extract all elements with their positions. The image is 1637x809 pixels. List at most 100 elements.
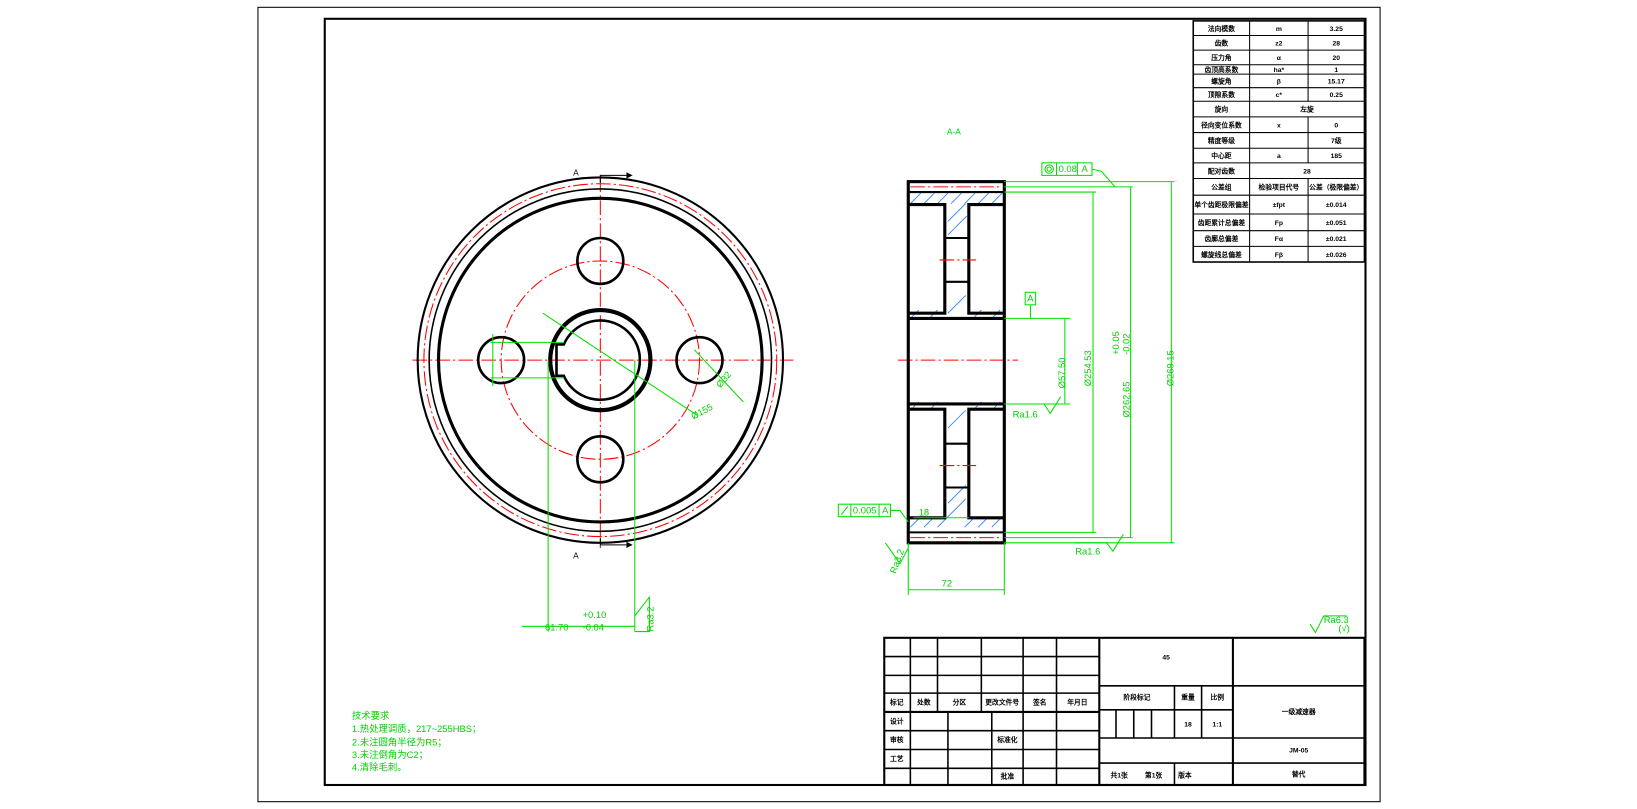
param-value: 7级 [1331,136,1342,145]
section-mark-bottom: A [573,550,579,560]
roughness-general: Ra6.3 [1324,614,1349,625]
concentricity-datum: A [1082,163,1089,174]
concentricity-value: 0.08 [1059,163,1077,174]
tb-approve: 批准 [1001,772,1015,781]
roughness-side: Ra3.2 [887,548,906,575]
runout-icon [841,505,849,515]
tb-label: 处数 [916,698,931,707]
tb-replace: 替代 [1292,770,1306,779]
param-value: 28 [1303,168,1311,175]
param-value: 0.25 [1330,92,1343,99]
param-symbol: ±fpt [1273,202,1286,209]
param-name: 齿数 [1215,38,1229,47]
inner-frame [323,17,1367,787]
param-value: ±0.026 [1326,252,1347,259]
param-symbol: Fβ [1275,252,1283,259]
roughness-keyway: Ra3.2 [645,607,656,632]
param-symbol: z2 [1275,40,1282,47]
tb-scale: 比例 [1210,692,1224,701]
dim-root: Ø254.53 [1082,350,1093,386]
param-value: 28 [1332,40,1340,47]
general-roughness: Ra6.3 (√) [1309,614,1350,634]
section-mark-top: A [573,167,579,177]
concentricity-icon [1044,164,1054,174]
runout-datum: A [882,505,889,516]
dim-hole-circle: Ø155 [689,401,714,421]
param-name: 法向模数 [1208,24,1235,33]
tb-process: 工艺 [890,754,904,763]
runout-frame: 0.005 A [837,503,909,523]
param-symbol: Fα [1275,236,1284,243]
dim-keyway-upper: +0.10 [583,609,607,620]
param-symbol: β [1277,79,1281,86]
dim-keyway: 61.70 [545,621,568,632]
param-value: 20 [1332,55,1340,62]
tb-label: 更改文件号 [985,698,1019,707]
tb-label: 分区 [953,698,967,707]
runout-value: 0.005 [853,505,876,516]
tb-version: 版本 [1177,771,1192,780]
param-value: 3.25 [1330,26,1343,33]
technical-requirements: 技术要求 1.热处理调质，217~255HBS； 2.未注圆角半径为R5； 3.… [352,710,481,772]
param-value: ±0.051 [1326,220,1347,227]
param-value: 1 [1334,67,1338,74]
tb-label: 签名 [1032,698,1047,707]
tb-standard: 标准化 [996,735,1018,744]
param-name: 公差组 [1211,182,1232,191]
param-name: 螺旋线总偏差 [1201,250,1242,259]
dim-width: 72 [942,578,952,589]
tb-scale-value: 1:1 [1212,722,1222,729]
param-symbol: c* [1276,92,1283,99]
param-name: 齿距累计总偏差 [1198,218,1246,227]
roughness-tip: Ra1.6 [1075,545,1100,556]
concentricity-frame: 0.08 A [1041,162,1116,188]
param-symbol: x [1277,122,1281,129]
param-name: 中心距 [1211,151,1232,160]
datum-label: A [1027,293,1034,304]
note-item: 4.清除毛刺。 [352,761,407,772]
tb-design: 设计 [890,716,904,725]
tb-material: 45 [1162,655,1170,662]
param-name: 单个齿距极限偏差 [1194,200,1248,209]
dim-hole: Ø32 [713,369,733,390]
param-name: 精度等级 [1208,136,1235,145]
note-item: 3.未注倒角为C2； [352,749,428,760]
roughness-check-icon: (√) [1338,623,1349,634]
tb-weight-value: 18 [1184,722,1192,729]
param-symbol: m [1276,26,1282,33]
tb-sheet: 第1张 [1145,771,1163,780]
section-title: A-A [947,127,961,137]
param-value: 15.17 [1328,79,1345,86]
param-name: 旋向 [1214,105,1229,114]
param-value: 公差（极限偏差） [1309,182,1363,191]
note-item: 2.未注圆角半径为R5； [352,736,447,747]
tb-weight: 重量 [1181,692,1195,701]
param-name: 螺旋角 [1211,77,1232,86]
notes-title: 技术要求 [352,710,390,721]
note-item: 1.热处理调质，217~255HBS； [352,723,481,734]
dim-pitch-upper: +0.05 [1110,331,1121,355]
tb-label: 标记 [889,698,904,707]
dim-pitch-lower: -0.02 [1121,334,1132,355]
outer-border [257,6,1381,803]
tb-code: JM-05 [1289,748,1308,755]
bolt-hole [576,435,625,484]
dim-web: 18 [919,507,929,518]
dim-tip: Ø269.15 [1164,350,1175,386]
param-name: 齿廓总偏差 [1205,234,1239,243]
param-symbol: a [1277,153,1281,160]
param-symbol: α [1277,55,1282,62]
bolt-hole [675,335,724,385]
param-symbol: ha* [1274,67,1285,74]
bolt-hole [476,335,526,385]
param-name: 压力角 [1211,53,1232,62]
param-name: 齿顶高系数 [1205,65,1239,74]
param-value: ±0.021 [1326,236,1347,243]
tb-stage: 阶段标记 [1123,692,1150,701]
tb-label: 年月日 [1067,698,1087,707]
param-name: 径向变位系数 [1201,120,1242,129]
dim-pitch: Ø262.65 [1121,382,1132,418]
param-symbol: Fp [1275,220,1283,227]
title-block [883,636,1366,787]
